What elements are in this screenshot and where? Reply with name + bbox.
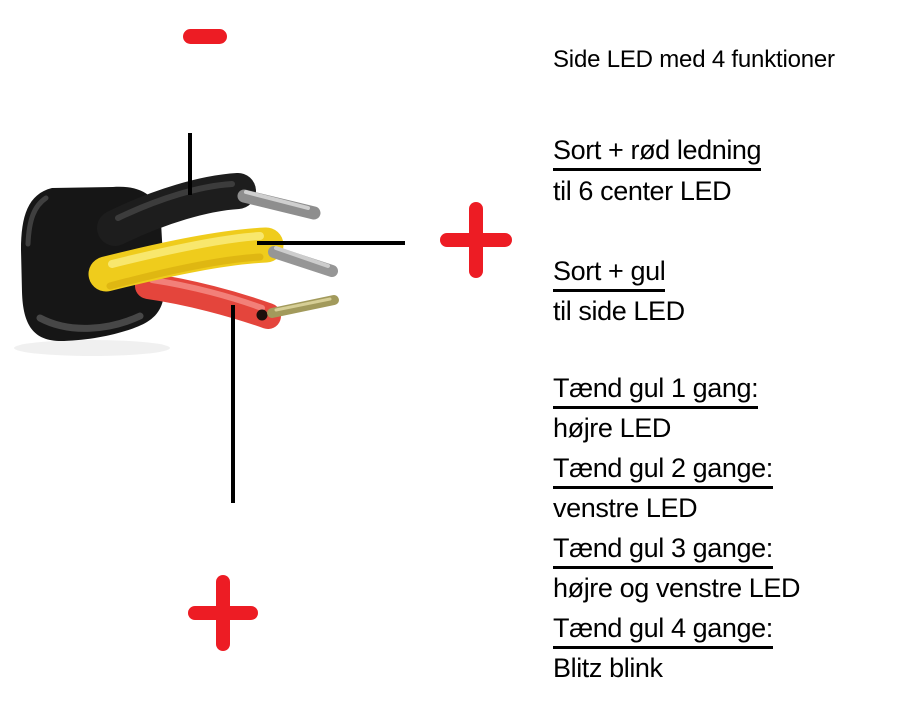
plus-vertical-bar: [216, 575, 230, 651]
boot-lower-sheen: [36, 312, 144, 332]
yellow-wire-tip-highlight: [274, 246, 330, 268]
yellow-wire-metal-tip: [268, 246, 338, 277]
minus-symbol: [183, 29, 227, 44]
function-1-heading: Tænd gul 1 gang:: [553, 372, 759, 409]
yellow-wire-shade: [106, 253, 264, 290]
section-1-detail: til 6 center LED: [553, 176, 732, 206]
red-wire-metal-tip: [267, 295, 339, 318]
function-1-detail: højre LED: [553, 413, 671, 443]
black-wire: [97, 173, 256, 246]
page-title: Side LED med 4 funktioner: [553, 46, 835, 73]
line-red-wire-to-plus: [231, 305, 235, 503]
black-wire-sheen: [115, 181, 235, 221]
boot-highlight: [25, 195, 49, 247]
function-2-heading: Tænd gul 2 gange:: [553, 452, 773, 489]
yellow-wire: [88, 227, 284, 292]
yellow-wire-highlight: [108, 232, 264, 268]
section-2-heading: Sort + gul: [553, 255, 666, 292]
section-2-heading-text: Sort + gul: [553, 255, 666, 292]
red-wire-core-hole: [256, 309, 268, 321]
red-wire: [135, 273, 281, 329]
function-3-heading: Tænd gul 3 gange:: [553, 532, 773, 569]
function-4-detail: Blitz blink: [553, 653, 663, 683]
photo-shadow: [14, 340, 170, 356]
function-2-detail: venstre LED: [553, 493, 698, 523]
line-black-wire-to-minus: [188, 133, 192, 195]
function-4-heading: Tænd gul 4 gange:: [553, 612, 773, 649]
function-4-heading-text: Tænd gul 4 gange:: [553, 612, 773, 649]
function-1-heading-text: Tænd gul 1 gang:: [553, 372, 759, 409]
line-yellow-wire-to-plus: [257, 241, 405, 245]
section-2-detail: til side LED: [553, 296, 685, 326]
plus-vertical-bar: [469, 202, 483, 278]
led-cable-connector-photo: [14, 173, 339, 356]
section-1-heading-text: Sort + rød ledning: [553, 134, 762, 171]
red-wire-tip-highlight: [274, 297, 332, 312]
plus-symbol-center: [440, 202, 512, 278]
function-2-heading-text: Tænd gul 2 gange:: [553, 452, 773, 489]
function-3-detail: højre og venstre LED: [553, 573, 801, 603]
red-wire-highlight: [149, 277, 265, 311]
black-wire-tip-highlight: [244, 190, 310, 210]
function-3-heading-text: Tænd gul 3 gange:: [553, 532, 773, 569]
plus-symbol-bottom: [188, 575, 258, 651]
black-wire-metal-tip: [237, 189, 321, 220]
section-1-heading: Sort + rød ledning: [553, 134, 762, 171]
